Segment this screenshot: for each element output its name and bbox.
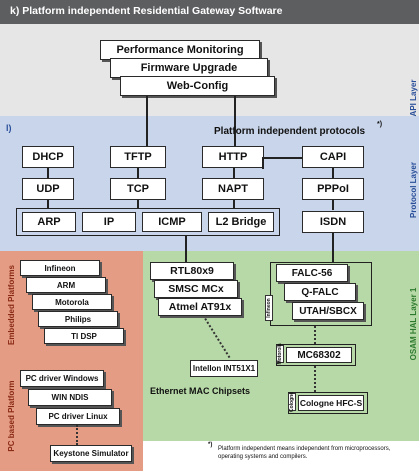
smsc-mcx-box: SMSC MCx (154, 280, 238, 298)
connector-line (233, 200, 235, 210)
platform-ti-dsp-box: TI DSP (44, 328, 124, 344)
capi-box: CAPI (302, 146, 364, 168)
connector-line (332, 168, 334, 178)
connector-line (332, 233, 334, 262)
rtl80x9-box: RTL80x9 (150, 262, 234, 280)
infineon-tag: Infineon (265, 295, 273, 321)
connector-line (137, 200, 139, 210)
footnote-text: Platform independent means independent f… (218, 446, 391, 460)
dotted-connector (314, 326, 316, 344)
cologne-tag: Cologne (288, 392, 296, 412)
ip-box: IP (82, 212, 136, 232)
win-ndis-box: WIN NDIS (28, 389, 112, 406)
firmware-upgrade-box: Firmware Upgrade (110, 58, 268, 78)
connector-line (185, 236, 187, 262)
connector-line (262, 157, 302, 159)
udp-box: UDP (22, 178, 74, 200)
embedded-platforms-label: Embedded Platforms (6, 265, 16, 346)
platform-arm-box: ARM (26, 277, 106, 293)
pc-driver-linux-box: PC driver Linux (36, 408, 120, 425)
connector-line (47, 200, 49, 210)
footnote-area (143, 441, 419, 471)
connector-line (233, 168, 235, 178)
dhcp-box: DHCP (22, 146, 74, 168)
platform-infineon-box: Infineon (20, 260, 100, 276)
platform-motorola-box: Motorola (32, 294, 112, 310)
mc68302-box: MC68302 (286, 347, 352, 363)
isdn-box: ISDN (302, 211, 364, 233)
falc-56-box: FALC-56 (276, 264, 348, 282)
page-title: k) Platform independent Residential Gate… (10, 5, 283, 17)
dotted-connector (76, 425, 78, 445)
atmel-at91x-box: Atmel AT91x (158, 298, 242, 316)
footnote-mark: *) (208, 442, 213, 448)
ethernet-chipsets-caption: Ethernet MAC Chipsets (150, 386, 251, 396)
l2-bridge-box: L2 Bridge (208, 212, 274, 232)
api-layer-label: API Layer (408, 79, 418, 117)
hal-layer-label: OSAM HAL Layer 1 (408, 287, 418, 361)
connector-line (146, 96, 148, 146)
connector-line (47, 168, 49, 178)
http-box: HTTP (202, 146, 264, 168)
arp-box: ARP (22, 212, 76, 232)
protocol-corner-label: l) (6, 123, 12, 133)
header-bar (0, 0, 419, 24)
platform-philips-box: Philips (38, 311, 118, 327)
tftp-box: TFTP (110, 146, 166, 168)
keystone-simulator-box: Keystone Simulator (50, 445, 132, 462)
performance-monitoring-box: Performance Monitoring (100, 40, 260, 60)
utah-sbcx-box: UTAH/SBCX (292, 302, 364, 320)
intellon-box: Intellon INT51X1 (190, 360, 258, 377)
protocol-layer-heading: Platform independent protocols (214, 126, 366, 137)
napt-box: NAPT (202, 178, 264, 200)
connector-line (234, 96, 236, 146)
dotted-connector (314, 366, 316, 392)
pppoi-box: PPPoI (302, 178, 364, 200)
connector-line (332, 200, 334, 210)
icmp-box: ICMP (142, 212, 202, 232)
q-falc-box: Q-FALC (284, 283, 356, 301)
cologne-hfc-s-box: Cologne HFC-S (298, 395, 364, 411)
protocol-layer-label: Protocol Layer (408, 162, 418, 219)
motorola-tag: Motorola (276, 343, 284, 365)
pc-platform-label: PC based Platform (6, 380, 16, 452)
protocol-heading-mark: *) (377, 121, 383, 128)
connector-line (262, 157, 264, 169)
connector-line (137, 168, 139, 178)
tcp-box: TCP (110, 178, 166, 200)
web-config-box: Web-Config (120, 76, 275, 96)
pc-driver-windows-box: PC driver Windows (20, 370, 104, 387)
